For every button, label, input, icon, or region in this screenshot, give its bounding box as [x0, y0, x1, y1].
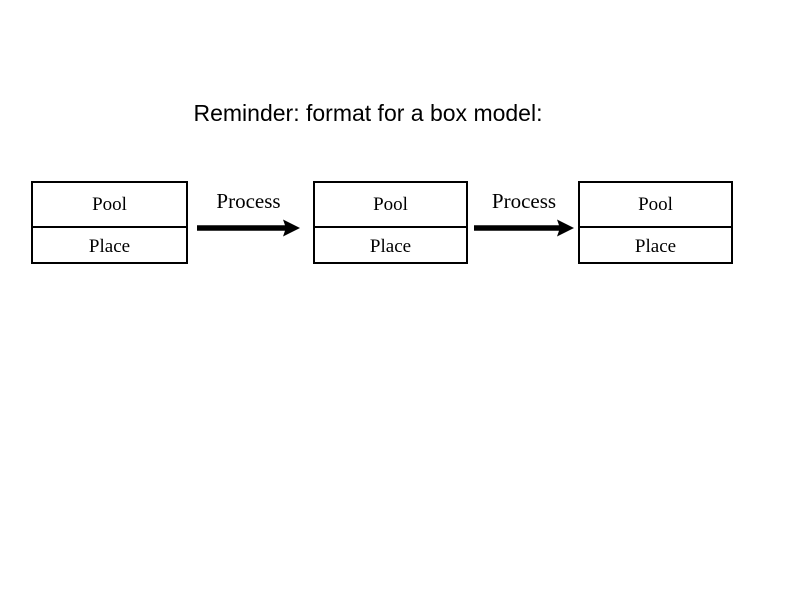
box-model-2-place-row: Place: [369, 235, 412, 257]
right-arrow-icon: [474, 219, 574, 237]
box-model-2[interactable]: Pool Place: [313, 181, 468, 264]
process-connector-1-label: Process: [216, 189, 281, 213]
process-connector-1: Process: [197, 181, 300, 264]
box-model-3-pool-row: Pool: [580, 183, 731, 228]
box-model-1-pool-row: Pool: [33, 183, 186, 228]
right-arrow-icon: [197, 219, 300, 237]
box-model-2-pool-row: Pool: [315, 183, 466, 228]
process-connector-2: Process: [474, 181, 574, 264]
box-model-3-place-row: Place: [634, 235, 677, 257]
process-connector-2-label: Process: [491, 189, 557, 213]
box-model-1[interactable]: Pool Place: [31, 181, 188, 264]
box-model-1-place-row: Place: [88, 235, 131, 257]
box-model-3[interactable]: Pool Place: [578, 181, 733, 264]
page-title: Reminder: format for a box model:: [193, 100, 543, 126]
